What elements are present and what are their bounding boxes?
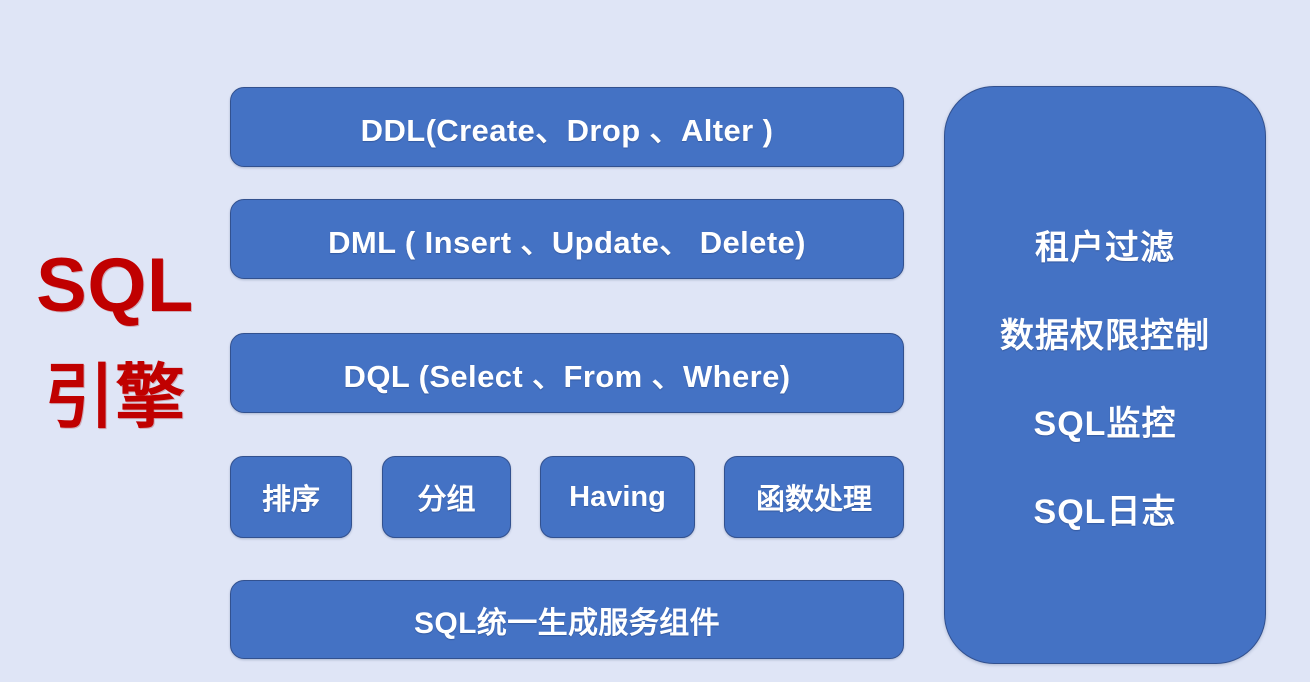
clause-box-function-label: 函数处理 [755,484,872,516]
clause-box-row: 排序 分组 Having 函数处理 [230,456,904,538]
clause-box-order[interactable]: 排序 [230,456,352,538]
statement-box-dql-label: DQL (Select 、From 、Where) [343,358,791,394]
governance-feature-tenant-filter: 租户过滤 [1035,229,1175,267]
statement-box-ddl-label: DDL(Create、Drop 、Alter ) [360,112,774,148]
statement-box-ddl[interactable]: DDL(Create、Drop 、Alter ) [230,87,904,167]
clause-box-having-label: Having [569,480,666,513]
clause-box-function[interactable]: 函数处理 [724,456,904,538]
governance-feature-sql-monitor: SQL监控 [1033,405,1177,443]
sql-engine-label-line2: 引擎 [44,357,186,436]
statement-box-dql[interactable]: DQL (Select 、From 、Where) [230,333,904,413]
statement-box-dml-label: DML ( Insert 、Update、 Delete) [328,224,806,260]
clause-box-group-label: 分组 [417,484,476,516]
sql-engine-label: SQL 引擎 [10,240,220,440]
sql-generator-box[interactable]: SQL统一生成服务组件 [230,580,904,659]
clause-box-group[interactable]: 分组 [382,456,511,538]
sql-engine-label-line1: SQL [36,243,194,328]
statement-box-dml[interactable]: DML ( Insert 、Update、 Delete) [230,199,904,279]
clause-box-order-label: 排序 [261,484,320,516]
governance-feature-sql-log: SQL日志 [1033,493,1177,531]
clause-box-having[interactable]: Having [540,456,695,538]
governance-panel[interactable]: 租户过滤 数据权限控制 SQL监控 SQL日志 [944,86,1266,664]
governance-feature-data-permission-control: 数据权限控制 [1000,317,1210,355]
sql-generator-box-label: SQL统一生成服务组件 [413,606,721,640]
